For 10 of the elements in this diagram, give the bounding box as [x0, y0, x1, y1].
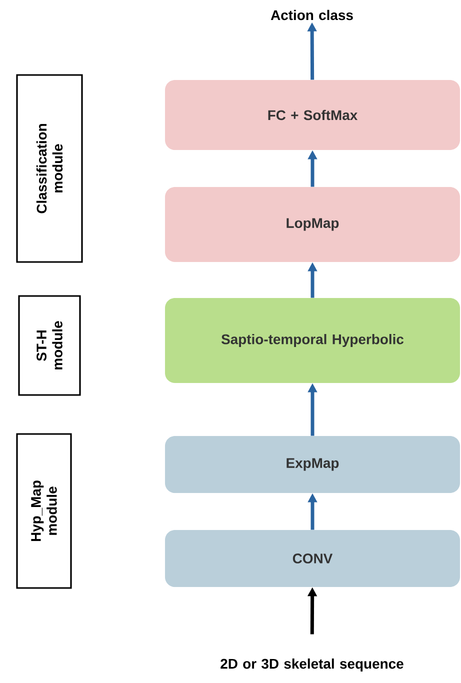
caption-text: 2D or 3D skeletal sequence	[220, 658, 404, 672]
process-box: CONV	[165, 530, 460, 587]
module-box: ST-H module	[18, 295, 81, 396]
caption-text: Action class	[270, 10, 353, 20]
module-box: Classification module	[16, 74, 83, 263]
process-box: LopMap	[165, 187, 460, 262]
process-box: ExpMap	[165, 436, 460, 493]
process-box: Saptio-temporal Hyperbolic	[165, 298, 460, 383]
module-box: Hyp_Map module	[16, 433, 72, 589]
process-box: FC + SoftMax	[165, 80, 460, 150]
